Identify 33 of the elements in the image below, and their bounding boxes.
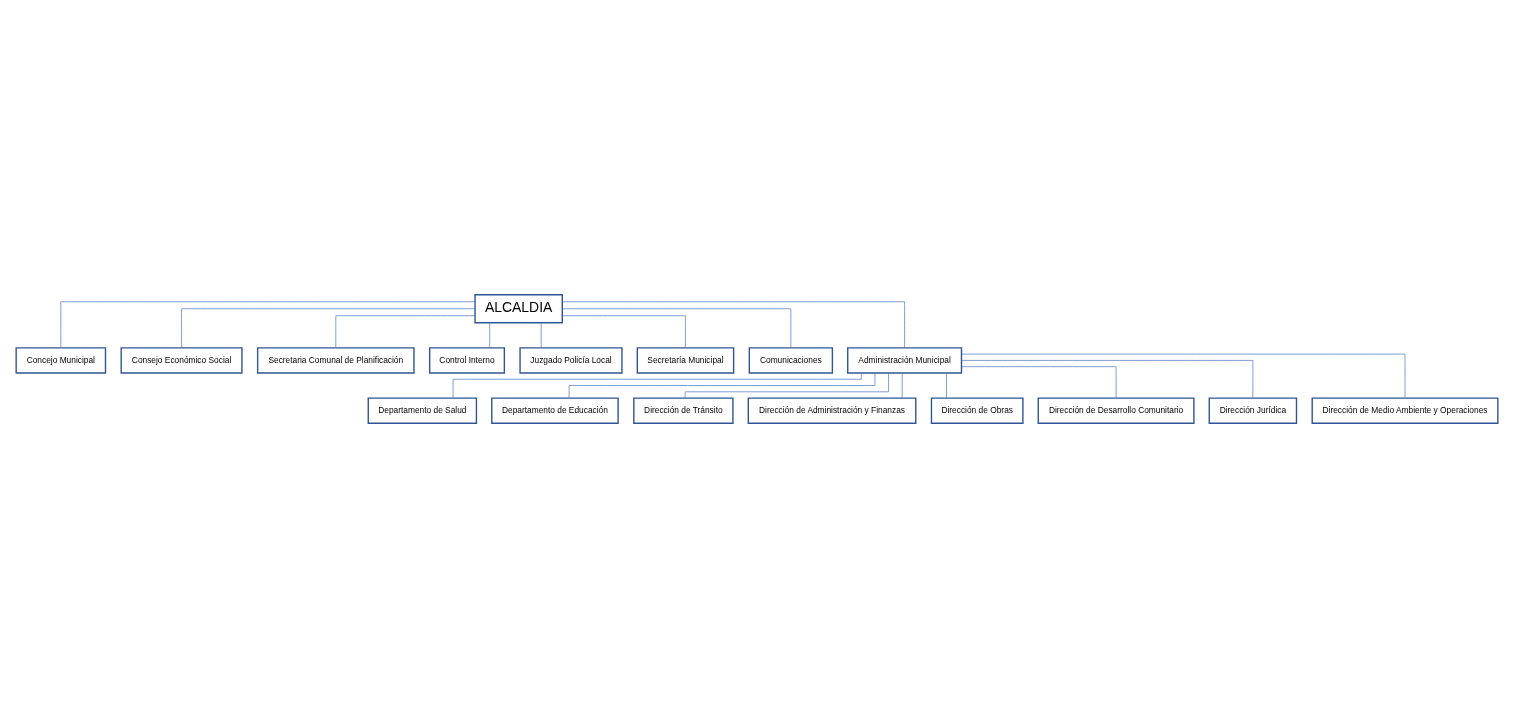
- node-box: Departamento de Salud: [367, 396, 478, 424]
- connector: [540, 322, 542, 348]
- node-box: Consejo Económico Social: [120, 346, 243, 374]
- connector: [181, 307, 476, 348]
- connector: [961, 353, 1406, 398]
- node-box: Dirección Jurídica: [1208, 396, 1298, 424]
- connector: [961, 365, 1117, 398]
- node-box: Juzgado Policía Local: [519, 346, 623, 374]
- node-box: Dirección de Obras: [930, 396, 1024, 424]
- node-box: Secretaría Municipal: [636, 346, 735, 374]
- connector: [335, 314, 476, 348]
- node-box: Dirección de Tránsito: [633, 396, 734, 424]
- node-box: Dirección de Administración y Finanzas: [747, 396, 917, 424]
- node-box: Administración Municipal: [847, 346, 963, 374]
- connector: [901, 372, 903, 398]
- connector: [568, 372, 876, 398]
- connector: [60, 300, 476, 348]
- node-box: Secretaria Comunal de Planificación: [256, 346, 415, 374]
- connector: [452, 372, 862, 398]
- node-box: Control Interno: [429, 346, 506, 374]
- node-box: Concejo Municipal: [15, 346, 107, 374]
- node-box: Departamento de Educación: [491, 396, 619, 424]
- connector: [562, 307, 792, 348]
- node-box: ALCALDIA: [474, 293, 563, 323]
- connector: [684, 372, 889, 398]
- connector: [961, 359, 1254, 398]
- node-box: Dirección de Desarrollo Comunitario: [1037, 396, 1195, 424]
- connector: [489, 322, 491, 348]
- node-box: Comunicaciones: [748, 346, 834, 374]
- connector: [946, 372, 947, 398]
- connector: [562, 300, 905, 348]
- connector: [562, 314, 686, 348]
- node-box: Dirección de Medio Ambiente y Operaciones: [1311, 396, 1499, 424]
